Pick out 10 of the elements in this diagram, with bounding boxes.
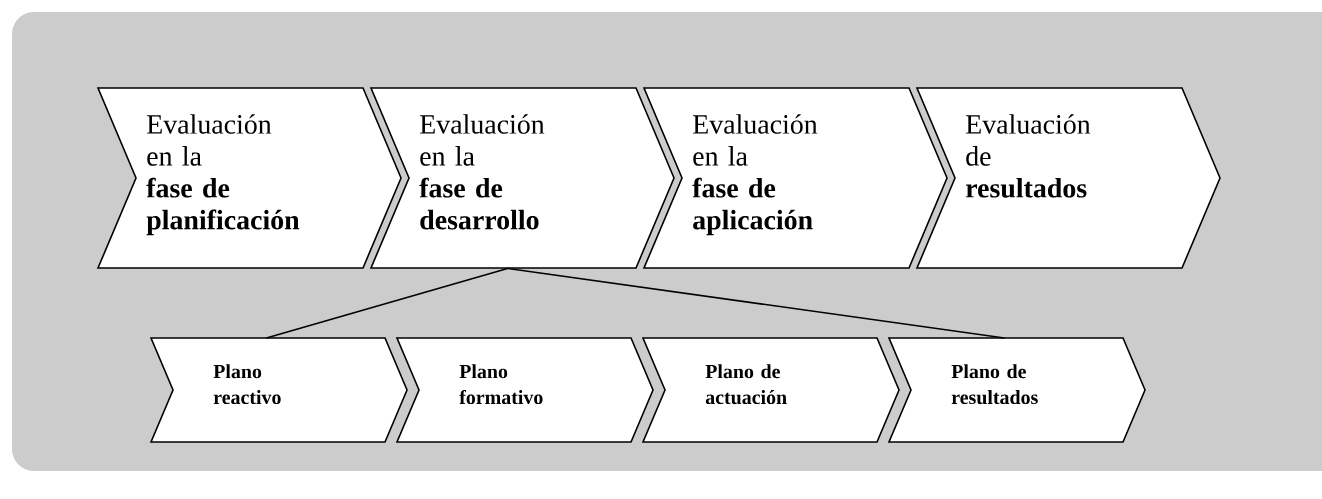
chevron-box: Evaluación de resultados: [915, 87, 1221, 269]
connector-line: [506, 267, 1006, 339]
chevron-box: Plano de actuación: [641, 337, 900, 443]
chevron-box: Evaluación en la fase de desarrollo: [369, 87, 675, 269]
chevron-box: Evaluación en la fase de planificación: [96, 87, 402, 269]
chevron-box: Plano reactivo: [149, 337, 408, 443]
chevron-box: Evaluación en la fase de aplicación: [642, 87, 948, 269]
chevron-box: Plano de resultados: [887, 337, 1146, 443]
connector-line: [265, 267, 509, 339]
chevron-box: Plano formativo: [395, 337, 654, 443]
